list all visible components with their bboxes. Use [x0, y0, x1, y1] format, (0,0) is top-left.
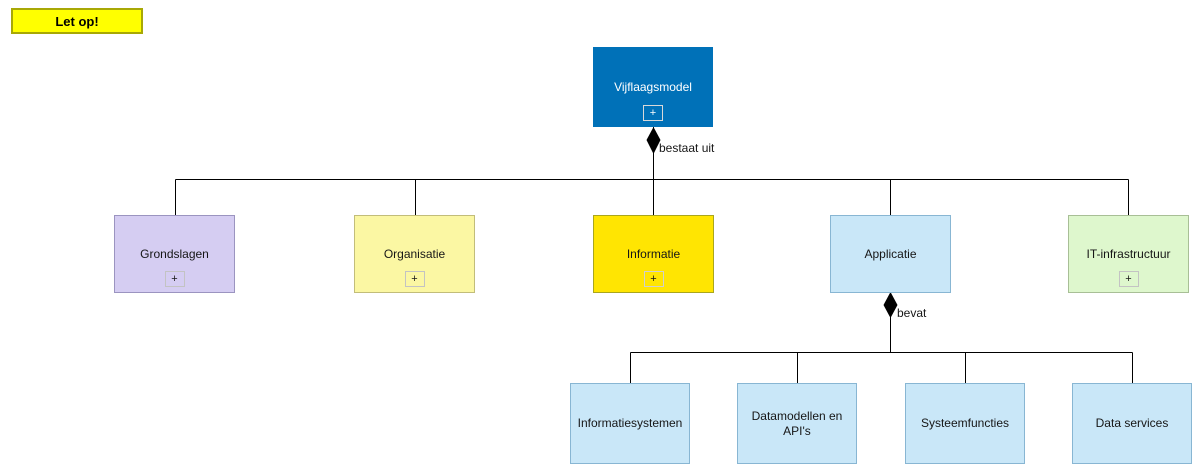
node-systeemfuncties[interactable]: Systeemfuncties — [905, 383, 1025, 464]
expand-button[interactable]: + — [1118, 271, 1139, 287]
note-let-op[interactable]: Let op! — [11, 8, 143, 34]
node-label: IT-infrastructuur — [1086, 246, 1171, 261]
relation-label-bestaat-uit: bestaat uit — [659, 141, 715, 155]
node-label: Data services — [1095, 416, 1169, 430]
node-label: Systeemfuncties — [920, 416, 1010, 430]
node-label: Informatiesystemen — [577, 416, 683, 430]
expand-button[interactable]: + — [404, 271, 425, 287]
node-label: Informatie — [626, 246, 681, 261]
node-applicatie[interactable]: Applicatie — [830, 215, 951, 293]
node-informatie[interactable]: Informatie + — [593, 215, 714, 293]
composition-diamond-icon — [883, 292, 898, 318]
expand-button[interactable]: + — [164, 271, 185, 287]
expand-button[interactable]: + — [643, 271, 664, 287]
node-it-infrastructuur[interactable]: IT-infrastructuur + — [1068, 215, 1189, 293]
composition-relation-applicatie-to-children — [630, 293, 1133, 383]
composition-relation-root-to-layers — [175, 127, 1129, 215]
node-organisatie[interactable]: Organisatie + — [354, 215, 475, 293]
expand-button[interactable]: + — [643, 105, 663, 121]
note-label: Let op! — [55, 13, 99, 29]
node-label: Organisatie — [383, 246, 446, 261]
node-vijflaagsmodel[interactable]: Vijflaagsmodel + — [593, 47, 713, 127]
relation-label-bevat: bevat — [897, 306, 927, 320]
node-data-services[interactable]: Data services — [1072, 383, 1192, 464]
node-label: Datamodellen en API's — [751, 408, 843, 438]
node-label: Applicatie — [864, 246, 917, 261]
node-grondslagen[interactable]: Grondslagen + — [114, 215, 235, 293]
node-label: Vijflaagsmodel — [614, 79, 692, 94]
node-informatiesystemen[interactable]: Informatiesystemen — [570, 383, 690, 464]
node-label: Grondslagen — [140, 246, 209, 261]
node-datamodellen-en-apis[interactable]: Datamodellen en API's — [737, 383, 857, 464]
